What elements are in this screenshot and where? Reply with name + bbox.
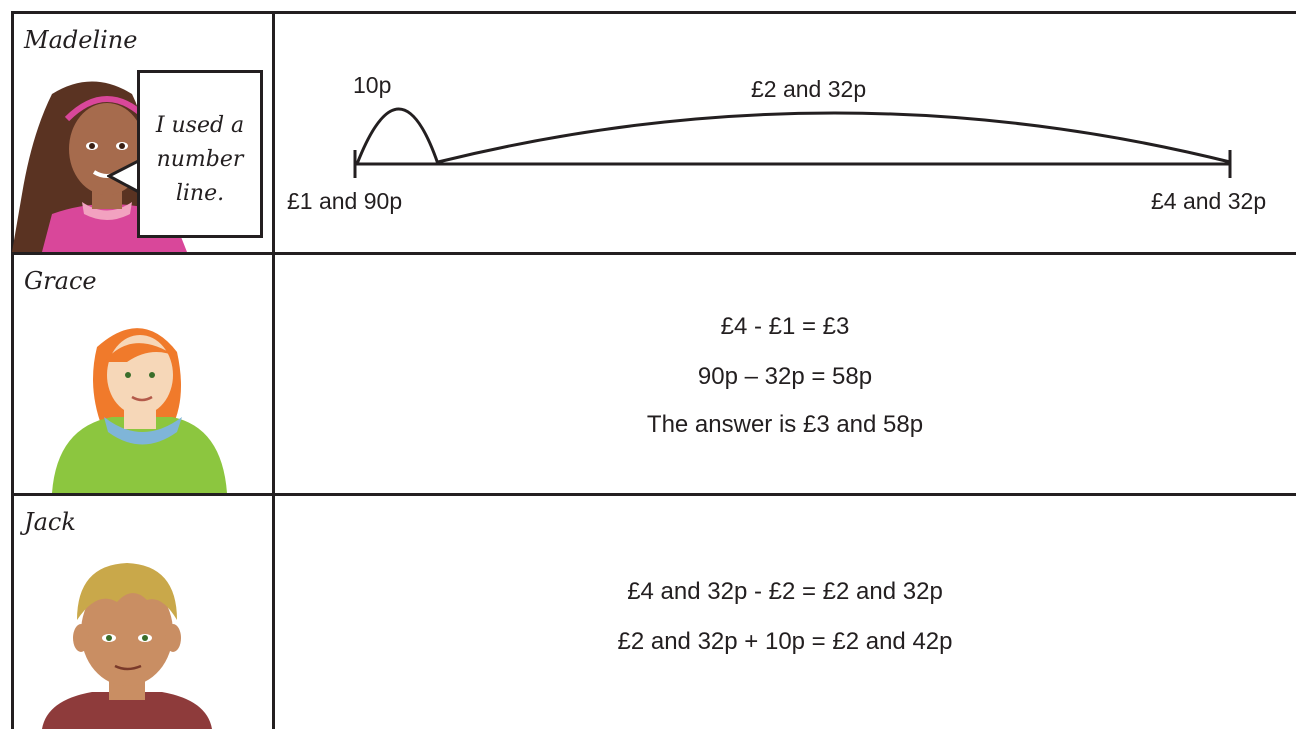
table-top-border	[12, 11, 1296, 14]
start-label: £1 and 90p	[287, 188, 403, 214]
jack-illustration-icon	[42, 563, 212, 729]
grace-illustration-icon	[52, 328, 227, 493]
madeline-name-cell: Madeline I used a number line.	[12, 14, 272, 252]
grace-name-cell: Grace	[12, 255, 272, 493]
jack-name-cell: Jack	[12, 496, 272, 729]
large-jump-label: £2 and 32p	[751, 76, 867, 102]
table-left-border	[11, 11, 14, 729]
number-line	[353, 107, 1232, 178]
small-jump-arc	[355, 107, 440, 165]
row-divider-2	[12, 493, 1296, 496]
grace-line-1: £4 - £1 = £3	[720, 313, 850, 340]
grace-line-2: 90p – 32p = 58p	[697, 363, 873, 390]
column-divider	[272, 11, 275, 729]
row-divider-1	[12, 252, 1296, 255]
madeline-content-cell: 10p £2 and 32p £1 and 90p £4 and 32p	[275, 14, 1296, 252]
jack-content-cell: £4 and 32p - £2 = £2 and 32p £2 and 32p …	[274, 496, 1296, 729]
madeline-speech-bubble: I used a number line.	[137, 70, 263, 238]
jack-line-2: £2 and 32p + 10p = £2 and 42p	[617, 628, 953, 655]
madeline-name: Madeline	[24, 26, 138, 54]
grace-name: Grace	[24, 267, 97, 295]
jack-line-1: £4 and 32p - £2 = £2 and 32p	[627, 578, 943, 605]
grace-content-cell: £4 - £1 = £3 90p – 32p = 58p The answer …	[274, 255, 1296, 493]
large-jump-arc	[437, 111, 1231, 164]
small-jump-label: 10p	[353, 72, 392, 98]
grace-line-3: The answer is £3 and 58p	[646, 411, 924, 438]
madeline-illustration-icon	[12, 81, 187, 252]
end-label: £4 and 32p	[1151, 188, 1267, 214]
jack-name: Jack	[24, 508, 76, 536]
